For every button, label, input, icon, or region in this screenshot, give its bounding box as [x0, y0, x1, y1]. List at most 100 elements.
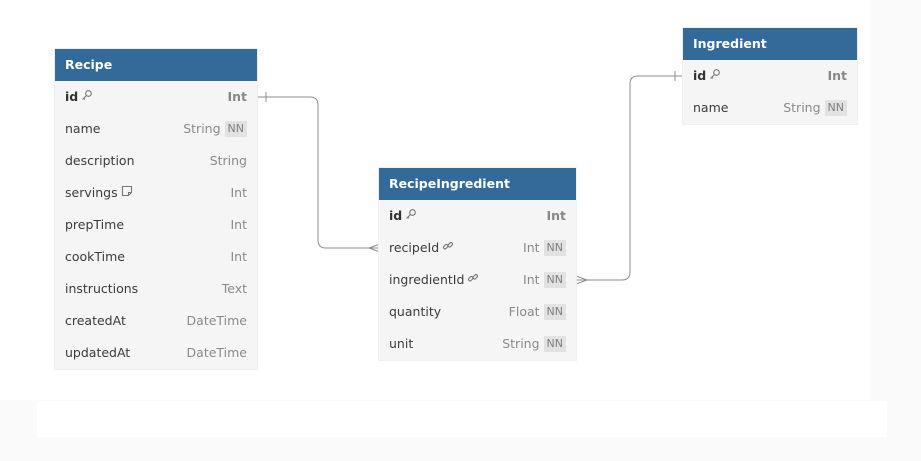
field-name-text: instructions: [65, 281, 139, 296]
field-name-text: name: [65, 121, 101, 136]
field-row-createdat[interactable]: createdAt DateTime: [55, 305, 257, 337]
field-name-text: ingredientId: [389, 272, 465, 287]
key-icon: [81, 81, 93, 113]
field-name-text: cookTime: [65, 249, 125, 264]
field-type: Int: [827, 60, 847, 92]
field-type-text: Int: [230, 249, 247, 264]
field-type: DateTime: [187, 305, 247, 337]
field-name: instructions: [65, 273, 138, 305]
field-type-text: Int: [230, 217, 247, 232]
field-name: name: [693, 92, 728, 124]
field-type-text: String: [183, 121, 221, 136]
field-row-id[interactable]: id Int: [683, 60, 857, 92]
field-name-text: name: [693, 100, 729, 115]
table-title[interactable]: RecipeIngredient: [379, 168, 576, 200]
field-type-text: Int: [523, 272, 540, 287]
not-null-badge: NN: [543, 272, 566, 288]
field-name-text: recipeId: [389, 240, 440, 255]
field-type-text: DateTime: [186, 345, 247, 360]
field-name-text: quantity: [389, 304, 442, 319]
field-type-text: Int: [827, 68, 847, 83]
field-name-text: id: [389, 208, 403, 223]
not-null-badge: NN: [543, 304, 566, 320]
not-null-badge: NN: [543, 240, 566, 256]
field-name: cookTime: [65, 241, 125, 273]
field-name-text: id: [693, 68, 707, 83]
field-row-instructions[interactable]: instructions Text: [55, 273, 257, 305]
field-name: updatedAt: [65, 337, 130, 369]
bottom-panel: [37, 401, 887, 437]
field-name: id: [693, 60, 721, 93]
field-type-text: String: [502, 336, 540, 351]
not-null-badge: NN: [824, 100, 847, 116]
field-type-text: DateTime: [186, 313, 247, 328]
field-type-text: String: [783, 100, 821, 115]
field-type-text: Float: [508, 304, 540, 319]
field-type: Int: [227, 81, 247, 113]
table-title[interactable]: Ingredient: [683, 28, 857, 60]
field-type: Int: [230, 241, 247, 273]
field-type: DateTime: [187, 337, 247, 369]
field-type-text: Int: [230, 185, 247, 200]
field-row-id[interactable]: id Int: [55, 81, 257, 113]
field-row-updatedat[interactable]: updatedAt DateTime: [55, 337, 257, 369]
field-row-id[interactable]: id Int: [379, 200, 576, 232]
field-name: name: [65, 113, 100, 145]
key-icon: [405, 200, 417, 232]
field-name: createdAt: [65, 305, 126, 337]
field-name-text: prepTime: [65, 217, 125, 232]
field-name-text: unit: [389, 336, 414, 351]
field-name: description: [65, 145, 135, 177]
field-type-text: Text: [221, 281, 247, 296]
field-name: ingredientId: [389, 264, 479, 297]
field-row-description[interactable]: description String: [55, 145, 257, 177]
field-type-text: String: [209, 153, 247, 168]
field-row-preptime[interactable]: prepTime Int: [55, 209, 257, 241]
key-icon: [709, 60, 721, 92]
field-name: id: [389, 200, 417, 233]
note-icon: [121, 177, 133, 209]
many-marker-recipeid: [367, 243, 381, 253]
not-null-badge: NN: [224, 121, 247, 137]
field-type: Int: [546, 200, 566, 232]
field-type: Text: [222, 273, 247, 305]
field-row-servings[interactable]: servings Int: [55, 177, 257, 209]
field-name-text: createdAt: [65, 313, 126, 328]
field-name: unit: [389, 328, 413, 360]
field-type-text: Int: [523, 240, 540, 255]
table-title[interactable]: Recipe: [55, 49, 257, 81]
field-name-text: description: [65, 153, 135, 168]
link-icon: [467, 264, 479, 296]
field-row-cooktime[interactable]: cookTime Int: [55, 241, 257, 273]
field-name-text: updatedAt: [65, 345, 131, 360]
field-name: prepTime: [65, 209, 124, 241]
field-type-text: Int: [227, 89, 247, 104]
field-type: Int: [230, 177, 247, 209]
field-name: quantity: [389, 296, 441, 328]
field-name: servings: [65, 177, 133, 210]
connector-recipe-recipeingredient: [257, 96, 380, 249]
field-name: recipeId: [389, 232, 454, 265]
field-name: id: [65, 81, 93, 114]
many-marker-ingredientid: [575, 275, 589, 285]
field-type: Int: [230, 209, 247, 241]
not-null-badge: NN: [543, 336, 566, 352]
